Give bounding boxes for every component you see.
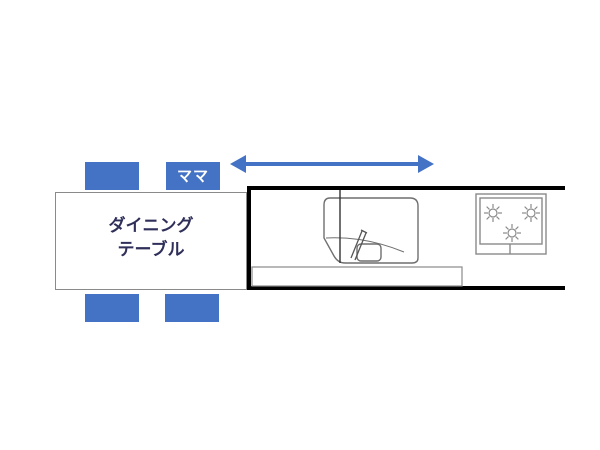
burner-icon [503,224,521,242]
dining-table-label-line1: ダイニング [108,216,194,236]
sink-icon [323,190,419,264]
double-headed-arrow-icon [230,155,434,173]
dining-table-label-line2: テーブル [117,240,185,260]
mama-label: ママ [176,167,209,185]
kitchen-counter [247,186,565,290]
chair-top-right-mama [166,162,220,190]
gas-stove-icon [475,193,547,255]
faucet-icon [350,229,368,261]
dining-table [55,192,247,290]
chair-bottom-right [165,294,219,322]
burner-icon [522,204,540,222]
counter-ledge [251,266,463,287]
chair-top-left [85,162,139,190]
chair-bottom-left [85,294,139,322]
dining-table-label: ダイニング テーブル [55,214,247,262]
burner-icon [484,204,502,222]
